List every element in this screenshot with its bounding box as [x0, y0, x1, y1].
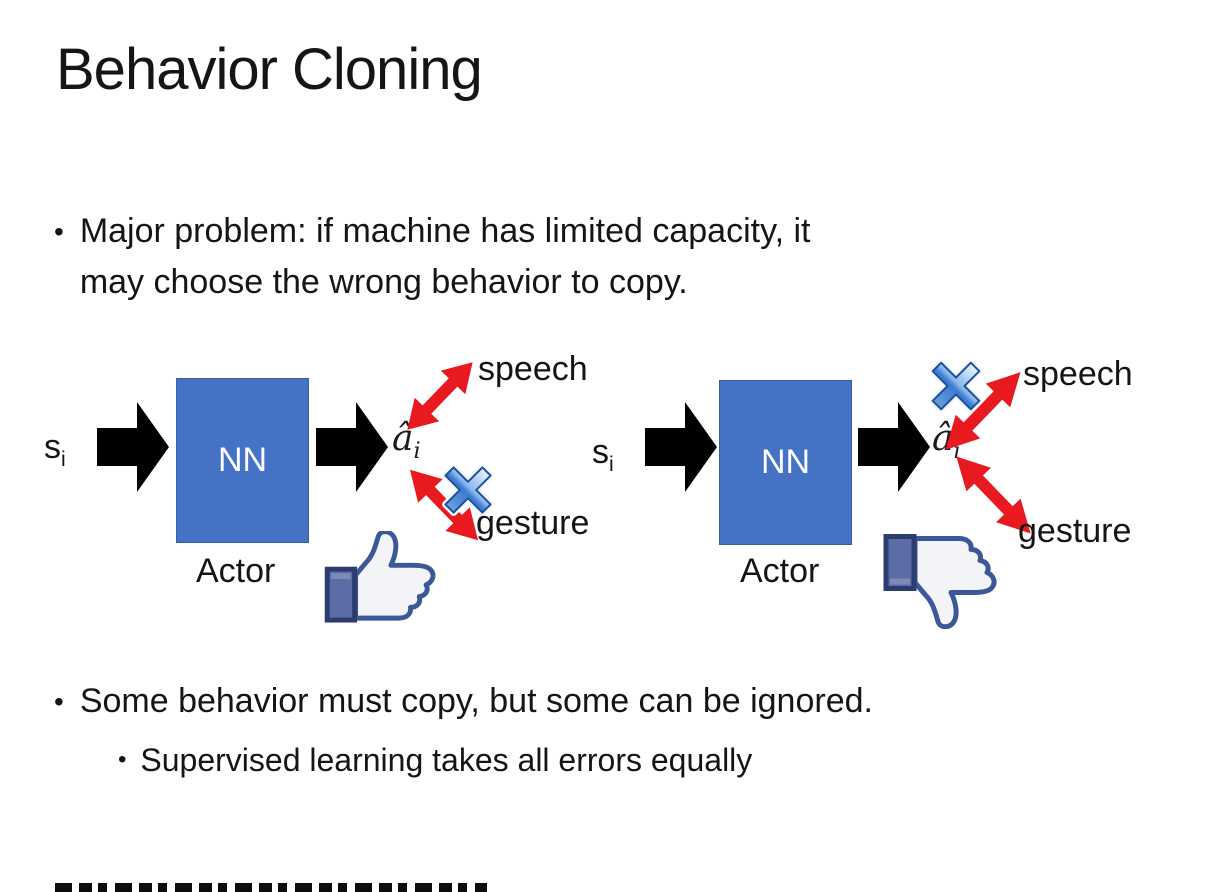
action-subscript: i	[953, 438, 961, 465]
thumbs-down-icon	[882, 531, 1004, 634]
bullet-some-behavior: • Some behavior must copy, but some can …	[54, 676, 873, 727]
nn-box-right: NN	[719, 380, 852, 545]
nn-label: NN	[217, 441, 268, 479]
gesture-label-right: gesture	[1018, 512, 1132, 550]
state-symbol: s	[592, 433, 609, 471]
state-subscript: i	[609, 452, 614, 476]
state-subscript: i	[61, 447, 66, 471]
bullet-dot: •	[118, 746, 127, 773]
sub-bullet-supervised: • Supervised learning takes all errors e…	[118, 736, 752, 784]
input-state-label-right: si	[592, 433, 614, 477]
actor-label-right: Actor	[740, 552, 820, 590]
action-subscript: i	[413, 438, 421, 465]
actor-label-left: Actor	[196, 552, 276, 590]
nn-label: NN	[760, 443, 811, 481]
bullet-dot: •	[54, 216, 64, 247]
page-title: Behavior Cloning	[56, 37, 483, 102]
thumbs-up-icon	[322, 531, 444, 629]
flow-arrow-in-icon-left	[97, 402, 169, 492]
bullet-major-problem-text: Major problem: if machine has limited ca…	[80, 206, 811, 308]
sub-bullet-supervised-text: Supervised learning takes all errors equ…	[140, 742, 753, 778]
input-state-label-left: si	[44, 428, 66, 472]
nn-box-left: NN	[176, 378, 309, 543]
cross-x-icon-left	[437, 459, 499, 521]
cross-x-icon-right	[924, 354, 988, 418]
state-symbol: s	[44, 428, 61, 466]
speech-label-right: speech	[1023, 355, 1133, 393]
flow-arrow-out-icon-left	[316, 402, 388, 492]
flow-arrow-out-icon-right	[858, 402, 930, 492]
flow-arrow-in-icon-right	[645, 402, 717, 492]
speech-label-left: speech	[478, 350, 588, 388]
gesture-label-left: gesture	[476, 504, 590, 542]
bullet-line-1: Major problem: if machine has limited ca…	[79, 212, 811, 250]
cutoff-content-strip	[55, 883, 487, 892]
bullet-line-2: may choose the wrong behavior to copy.	[79, 263, 688, 301]
speech-relation-arrow-icon-left	[395, 350, 485, 442]
bullet-some-behavior-text: Some behavior must copy, but some can be…	[79, 682, 873, 720]
bullet-dot: •	[54, 686, 64, 717]
bullet-major-problem: • Major problem: if machine has limited …	[54, 206, 810, 308]
